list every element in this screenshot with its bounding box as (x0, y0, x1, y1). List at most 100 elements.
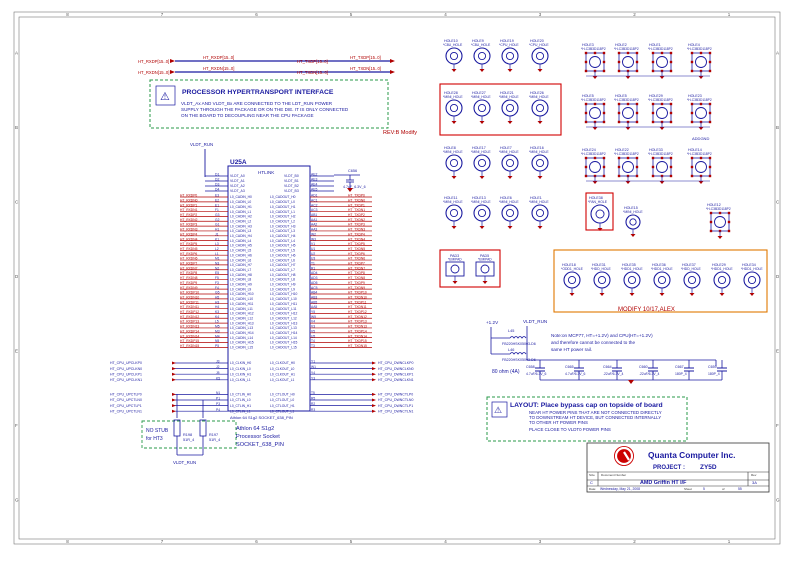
hcb-hole-pin (699, 51, 703, 55)
cap-ref: C658 (526, 365, 535, 369)
data-pin-num-right: R1 (311, 266, 315, 270)
data-pin-num-left: G2 (215, 218, 220, 222)
modify-label: MODIFY 10/17,ALEX (618, 307, 675, 313)
data-net-right: HT_TXDP15 (348, 339, 367, 343)
hcb-gnd (698, 76, 704, 79)
data-net-right: HT_TXDP2 (348, 213, 365, 217)
hcb-hole-pin (617, 69, 621, 73)
project-label: PROJECT : (653, 465, 685, 471)
layout-note-line-1: NEAR HT POWER PINS THAT ARE NOT CONNECTE… (529, 410, 662, 415)
data-pin-name-left: L0_CADIN_H2 (230, 215, 252, 219)
data-pin-name-left: L0_CADIN_H15 (230, 341, 254, 345)
data-pin-num-left: F4 (215, 286, 219, 290)
orange-hole-inner (657, 275, 667, 285)
data-pin-name-left: L0_CADIN_L11 (230, 307, 253, 311)
data-pin-name-left: L0_CADIN_L10 (230, 297, 253, 301)
clk-pin-num-right: R2 (311, 402, 315, 406)
data-pin-num-right: V3 (311, 325, 315, 329)
data-pin-num-right: T4 (311, 339, 315, 343)
hcb-hole-ring (622, 107, 634, 119)
hcb-hole-ring (695, 107, 707, 119)
border-row-left: F (15, 423, 18, 428)
data-pin-num-left: J1 (215, 232, 219, 236)
info-icon: ⚠ (160, 91, 170, 103)
mini-hole-mid-val: *MINI_HOLE (623, 210, 643, 214)
hole-row4-inner (477, 208, 487, 218)
orange-hole-val: *HDD_HOLE (591, 267, 612, 271)
data-net-right: HT_TXDN8 (348, 276, 365, 280)
hole-row3-val: *MINI_HOLE (529, 150, 549, 154)
orange-hole-gnd (689, 293, 695, 296)
data-pin-name-left: L0_CADIN_L15 (230, 346, 253, 350)
hcb-gnd (592, 181, 598, 184)
border-col-top: 4 (444, 12, 447, 17)
data-pin-num-right: Y5 (311, 310, 315, 314)
data-net-right: HT_TXDN0 (348, 198, 365, 202)
hole-row1-val: *CPU_HOLE (529, 43, 549, 47)
power-pin-name-right: VLDT_B0 (284, 174, 299, 178)
orange-hole-inner (717, 275, 727, 285)
hcb-gnd (625, 76, 631, 79)
data-pin-num-right: AB3 (311, 295, 317, 299)
data-net-right: HT_TXDN1 (348, 208, 365, 212)
hcb-gnd (592, 76, 598, 79)
hcb-hole-pin (718, 211, 722, 215)
hcb-hole-pin (602, 51, 606, 55)
power-pin-name-left: VLDT_A3 (230, 189, 245, 193)
hcb-hole-pin (669, 165, 673, 169)
hcb-ref: HOLE33 (649, 148, 663, 152)
clk-pin-name-right: L0_CTLOUT_L1 (270, 409, 294, 413)
hcb-ref: HOLE5 (582, 94, 594, 98)
data-net-right: HT_TXDN4 (348, 237, 365, 241)
hole-row2-inner (505, 103, 515, 113)
hcb-hole-pin (651, 51, 655, 55)
orange-hole-ref: HOLE36 (652, 263, 666, 267)
border-row-right: E (776, 349, 779, 354)
hcb-hole-pin (617, 102, 621, 106)
hcb-gnd (698, 181, 704, 184)
hcb-hole-pin (635, 120, 639, 124)
power-pin-num-left: D2 (215, 178, 219, 182)
hcb-hole-pin (584, 60, 588, 64)
data-net-right: HT_TXDP4 (348, 232, 365, 236)
data-pin-name-right: L0_CADOUT_H7 (270, 263, 296, 267)
data-pin-name-right: L0_CADOUT_H14 (270, 331, 297, 335)
data-pin-name-right: L0_CADOUT_L4 (270, 239, 295, 243)
data-pin-num-right: W3 (311, 237, 316, 241)
data-net-right: HT_TXDP3 (348, 223, 365, 227)
hcb-hole-pin (690, 156, 694, 160)
hcb-hole-pin (584, 120, 588, 124)
data-net-left: HT_RXDP5 (180, 242, 197, 246)
hcb-hole-pin (617, 156, 621, 160)
data-net-right: HT_TXDN10 (348, 295, 367, 299)
power-pin-name-left: VLDT_A0 (230, 174, 245, 178)
data-pin-num-right: AC5 (311, 286, 318, 290)
data-pin-num-left: N2 (215, 266, 219, 270)
data-pin-num-right: AD3 (311, 276, 318, 280)
hole-row3-inner (449, 158, 459, 168)
clk-pin-name-right: L0_CLKOUT_L1 (270, 378, 295, 382)
hole-row2-val: *MINI_HOLE (499, 95, 519, 99)
mini-hole-mid-ref: HOLE15 (624, 206, 638, 210)
hcb-hole-ring (589, 56, 601, 68)
chip-ref: U25A (230, 159, 247, 166)
hcb-hole-pin (617, 51, 621, 55)
data-pin-num-left: M4 (215, 334, 220, 338)
data-net-left: HT_RXDP1 (180, 203, 197, 207)
hcb-hole-pin (626, 51, 630, 55)
power-pin-name-left: VLDT_A2 (230, 184, 245, 188)
hole-row4-ref: HOLE13 (472, 196, 486, 200)
hole-row1-gnd (507, 69, 513, 72)
hcb-hole-pin (690, 51, 694, 55)
data-pin-num-left: H5 (215, 295, 219, 299)
hcb-hole-pin (709, 229, 713, 233)
pad-gnd (452, 281, 458, 284)
data-pin-name-right: L0_CADOUT_H5 (270, 244, 296, 248)
data-net-right: HT_TXDP6 (348, 252, 365, 256)
power-note-1: Note:on MCP77, HT=+1.2V) and CPU(HT=+1.2… (551, 333, 653, 338)
sheet-number: 5 (703, 487, 705, 491)
hole-row2-ref: HOLE27 (472, 91, 486, 95)
clk-net-right: HT_CPU_DWNCLKN1 (378, 378, 414, 382)
hcb-hole-pin (651, 120, 655, 124)
hcb-hole-pin (617, 120, 621, 124)
